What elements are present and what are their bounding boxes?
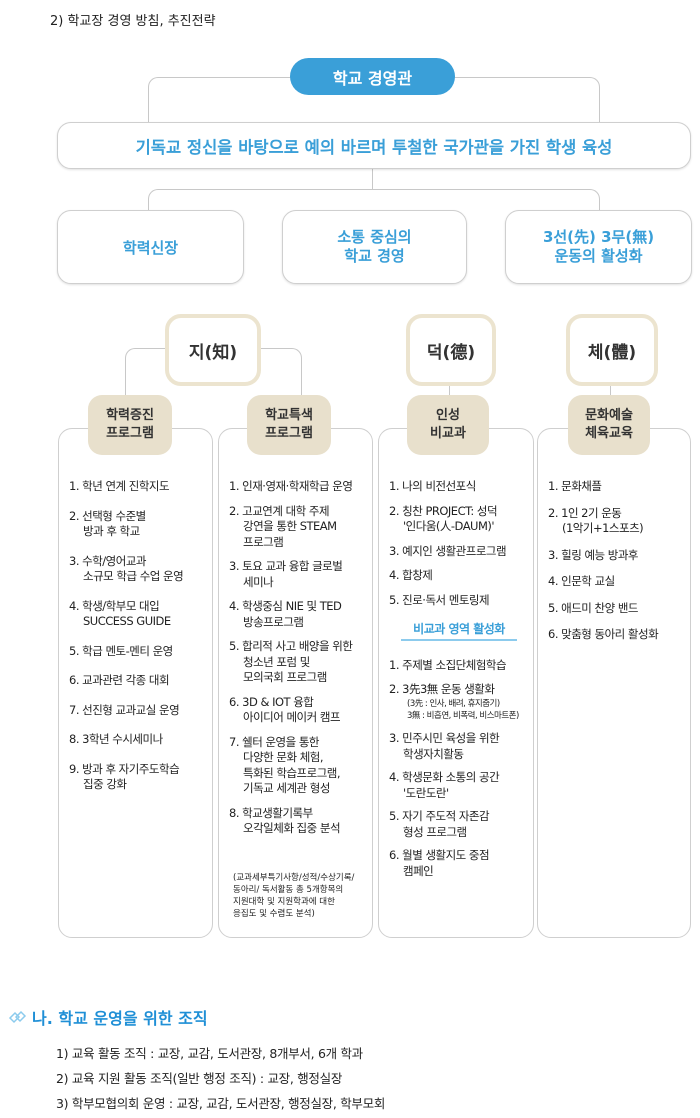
list-item: 6. 맞춤형 동아리 활성화 [548,627,659,642]
list-item: 6. 월별 생활지도 중점 캠페인 [389,848,490,878]
column-tab: 학교특색 프로그램 [247,395,331,455]
org-heading: 나. 학교 운영을 위한 조직 [32,1009,208,1028]
org-line: 1) 교육 활동 조직 : 교장, 교감, 도서관장, 8개부서, 6개 학과 [56,1046,363,1061]
connector [148,189,600,211]
column-tab: 학력증진 프로그램 [88,395,172,455]
org-heading-row: 나. 학교 운영을 위한 조직 [8,1005,208,1029]
column-tab: 인성 비교과 [407,395,489,455]
connector [610,378,611,398]
list-item: 3. 수학/영어교과 소규모 학급 수업 운영 [69,553,184,584]
list-item: 5. 학급 멘토-멘티 운영 [69,643,173,658]
list-item: 2. 칭찬 PROJECT: 성덕 '인다움(人-DAUM)' [389,503,498,534]
philosophy-pill: 학교 경영관 [290,58,455,95]
program-column: 1. 문화채플 2. 1인 2기 운동 (1악기+1스포츠) 3. 힐링 예능 방과… [537,428,691,938]
list-group: 1. 나의 비전선포식 2. 칭찬 PROJECT: 성덕 '인다움(人-DAUM… [389,479,529,608]
mission-box: 기독교 정신을 바탕으로 예의 바르며 투철한 국가관을 가진 학생 육성 [57,122,691,169]
program-column: 1. 인재·영재·학재학급 운영 2. 고교연계 대학 주제 강연을 통한 STE… [218,428,373,938]
list-group: 1. 주제별 소집단체험학습 2. 3先3無 운동 생활화(3先 : 인사, 배려… [389,658,529,879]
list-item: 4. 인문학 교실 [548,574,615,589]
list-item: 1. 주제별 소집단체험학습 [389,658,507,673]
list-item: 2. 고교연계 대학 주제 강연을 통한 STEAM 프로그램 [229,503,337,549]
virtue-body: 체(體) [566,314,658,386]
list-item: 5. 합리적 사고 배양을 위한 청소년 포럼 및 모의국회 프로그램 [229,639,353,685]
program-list: 1. 인재·영재·학재학급 운영 2. 고교연계 대학 주제 강연을 통한 STE… [229,479,368,837]
list-item: 7. 쉘터 운영을 통한 다양한 문화 체험, 특화된 학습프로그램, 기독교 … [229,734,341,796]
list-item: 4. 학생문화 소통의 공간 '도란도란' [389,770,500,800]
list-note: (3先 : 인사, 배려, 휴지줍기) 3無 : 비흡연, 비폭력, 비스마트폰… [407,699,519,722]
list-item: 1. 학년 연계 진학지도 [69,479,170,493]
list-item: 3. 민주시민 육성을 위한 학생자치활동 [389,731,500,761]
list-item: 8. 3학년 수시세미나 [69,732,163,747]
list-item: 9. 방과 후 자기주도학습 집중 강화 [69,761,180,792]
section-title: 2) 학교장 경영 방침, 추진전략 [50,14,216,29]
program-list: 1. 나의 비전선포식 2. 칭찬 PROJECT: 성덕 '인다움(人-DAUM… [389,479,529,879]
list-item: 6. 3D & IOT 융합 아이디어 메이커 캠프 [229,694,341,725]
list-item: 2. 1인 2기 운동 (1악기+1스포츠) [548,505,644,536]
list-item: 4. 합창제 [389,568,433,583]
list-item: 2. 선택형 수준별 방과 후 학교 [69,508,146,539]
list-item: 3. 토요 교과 융합 글로벌 세미나 [229,559,343,589]
list-item: 1. 인재·영재·학재학급 운영 [229,479,353,493]
subheading: 비교과 영역 활성화 [401,621,517,642]
list-item: 6. 교과관련 각종 대회 [69,673,170,688]
strategy-box: 3선(先) 3무(無) 운동의 활성화 [505,210,692,284]
list-item: 3. 예지인 생활관프로그램 [389,543,507,558]
list-item: 5. 진로·독서 멘토링제 [389,592,490,607]
list-item: 4. 학생중심 NIE 및 TED 방송프로그램 [229,599,342,629]
list-item: 4. 학생/학부모 대입 SUCCESS GUIDE [69,598,171,629]
strategy-box: 소통 중심의 학교 경영 [282,210,467,284]
program-list: 1. 문화채플 2. 1인 2기 운동 (1악기+1스포츠) 3. 힐링 예능 방과… [548,479,686,643]
column-tab: 문화예술 체육교육 [568,395,650,455]
program-list: 1. 학년 연계 진학지도 2. 선택형 수준별 방과 후 학교 3. 수학/영어교… [69,479,208,793]
connector [449,378,450,398]
connector [372,168,373,190]
list-item: 2. 3先3無 운동 생활화(3先 : 인사, 배려, 휴지줍기) 3無 : 비… [389,682,529,723]
org-line: 2) 교육 지원 활동 조직(일반 행정 조직) : 교장, 행정실장 [56,1071,343,1086]
list-item: 5. 애드미 찬양 밴드 [548,600,639,615]
list-item: 1. 나의 비전선포식 [389,479,476,493]
list-item: 3. 힐링 예능 방과후 [548,547,639,562]
list-note: (교과세부특기사항/성적/수상기록/ 동아리/ 독서활동 총 5개항목의 지원대… [233,873,355,919]
diamond-link-icon [8,1010,27,1024]
list-item: 5. 자기 주도적 자존감 형성 프로그램 [389,809,490,839]
org-line: 3) 학부모협의회 운영 : 교장, 교감, 도서관장, 행정실장, 학부모회 [56,1096,386,1111]
strategy-box: 학력신장 [57,210,244,284]
list-item: 1. 문화채플 [548,479,602,493]
virtue-knowledge: 지(知) [165,314,261,386]
list-item: 8. 학교생활기록부 오각일체화 집중 분석 [229,805,341,836]
list-item: 7. 선진형 교과교실 운영 [69,702,180,717]
program-column: 1. 나의 비전선포식 2. 칭찬 PROJECT: 성덕 '인다움(人-DAUM… [378,428,534,938]
virtue-morality: 덕(德) [406,314,496,386]
program-column: 1. 학년 연계 진학지도 2. 선택형 수준별 방과 후 학교 3. 수학/영어교… [58,428,213,938]
